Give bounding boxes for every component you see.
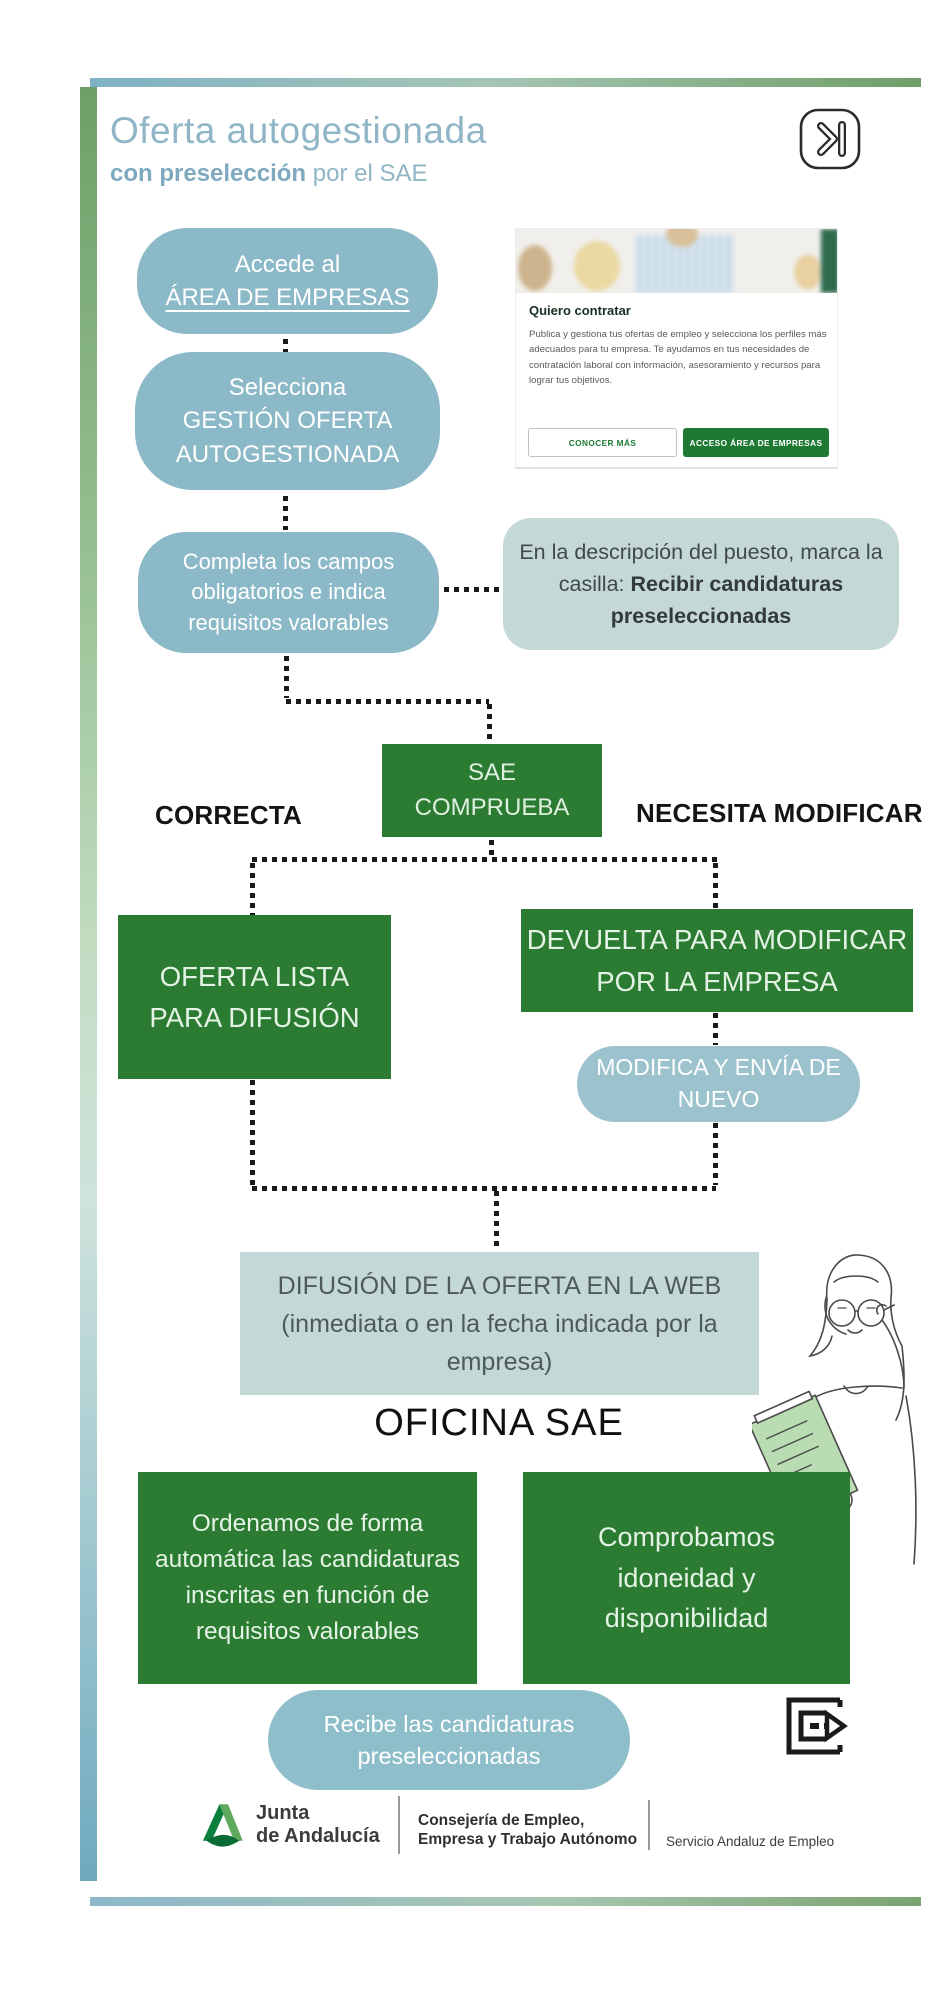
footer-divider (648, 1800, 650, 1850)
difusion-line2: (inmediata o en la fecha indicada por la (281, 1309, 718, 1338)
modifica-envia-pill: MODIFICA Y ENVÍA DE NUEVO (577, 1046, 860, 1122)
comprobamos-line3: disponibilidad (604, 1603, 769, 1634)
subtitle-rest: por el SAE (306, 160, 428, 187)
sae-line1: SAE (467, 758, 517, 786)
connector-dots (489, 840, 494, 856)
oficina-sae-title: OFICINA SAE (374, 1402, 624, 1444)
connector-dots (487, 704, 492, 744)
oferta-lista-line2: PARA DIFUSIÓN (149, 1002, 360, 1033)
recibe-line2: preseleccionadas (357, 1743, 541, 1769)
note-bold-text: Recibir candidaturas preseleccionadas (610, 571, 844, 629)
comprobamos-line2: idoneidad y (617, 1562, 756, 1593)
page-title: Oferta autogestionada (110, 110, 487, 151)
difusion-line3: empresa) (446, 1347, 553, 1376)
connector-dots (494, 1191, 499, 1251)
connector-dots (283, 496, 288, 530)
note-panel: En la descripción del puesto, marca la c… (503, 518, 899, 650)
export-document-icon (780, 1688, 850, 1760)
step2-line3: AUTOGESTIONADA (175, 440, 400, 468)
consejeria-line1: Consejería de Empleo, (418, 1812, 585, 1829)
conocer-mas-button[interactable]: CONOCER MÁS (528, 428, 677, 457)
consejeria-text: Consejería de Empleo, Empresa y Trabajo … (418, 1811, 637, 1850)
step2-line2: GESTIÓN OFERTA (182, 407, 393, 435)
bottom-gradient-bar (90, 1897, 921, 1906)
ordenamos-box: Ordenamos de forma automática las candid… (138, 1472, 477, 1684)
devuelta-line2: POR LA EMPRESA (596, 965, 838, 997)
connector-dots (250, 863, 255, 915)
top-gradient-bar (90, 78, 921, 87)
devuelta-line1: DEVUELTA PARA MODIFICAR (526, 924, 908, 956)
junta-wordmark: Junta de Andalucía (256, 1802, 380, 1848)
difusion-panel: DIFUSIÓN DE LA OFERTA EN LA WEB (inmedia… (240, 1252, 759, 1395)
connector-dots (283, 339, 288, 352)
step-select-gestion-oferta: Selecciona GESTIÓN OFERTA AUTOGESTIONADA (135, 352, 440, 490)
office-photo (516, 229, 837, 293)
servicio-andaluz-text: Servicio Andaluz de Empleo (666, 1834, 835, 1849)
recibe-candidaturas-pill: Recibe las candidaturas preseleccionadas (268, 1690, 630, 1790)
page-subtitle: con preselección por el SAE (110, 160, 427, 188)
note-text: En la descripción del puesto, marca la c… (519, 539, 883, 596)
footer-divider (398, 1796, 400, 1854)
consejeria-line2: Empresa y Trabajo Autónomo (418, 1831, 638, 1849)
step1-line1: Accede al (234, 250, 341, 278)
junta-line2: de Andalucía (256, 1825, 380, 1847)
label-correcta: CORRECTA (155, 800, 302, 830)
retry-line1: MODIFICA Y ENVÍA DE (596, 1054, 841, 1081)
recibe-line1: Recibe las candidaturas (323, 1710, 575, 1737)
connector-dots (284, 656, 289, 698)
sae-comprueba-box: SAE COMPRUEBA (382, 744, 602, 837)
step3-line3: requisitos valorables (188, 609, 389, 635)
area-de-empresas-link[interactable]: ÁREA DE EMPRESAS (165, 284, 410, 311)
left-gradient-bar (80, 87, 97, 1881)
card-heading: Quiero contratar (529, 303, 631, 318)
sae-line2: COMPRUEBA (414, 793, 570, 821)
connector-dots (286, 699, 489, 704)
step-completa-campos: Completa los campos obligatorios e indic… (138, 532, 439, 653)
connector-dots (444, 587, 502, 592)
step2-line1: Selecciona (228, 374, 347, 402)
step3-line2: obligatorios e indica (191, 579, 386, 605)
merge-dots (252, 1186, 716, 1191)
card-paragraph: Publica y gestiona tus ofertas de empleo… (529, 329, 827, 387)
connector-dots (713, 1123, 718, 1185)
retry-line2: NUEVO (677, 1086, 760, 1112)
comprobamos-box: Comprobamos idoneidad y disponibilidad (523, 1472, 850, 1684)
connector-dots (713, 1013, 718, 1045)
step3-line1: Completa los campos (182, 548, 395, 574)
label-necesita-modificar: NECESITA MODIFICAR (636, 798, 923, 828)
junta-andalucia-logo (196, 1798, 248, 1854)
devuelta-box: DEVUELTA PARA MODIFICAR POR LA EMPRESA (521, 909, 913, 1012)
comprobamos-line1: Comprobamos (597, 1522, 776, 1553)
oferta-lista-box: OFERTA LISTA PARA DIFUSIÓN (118, 915, 391, 1079)
branch-dots (252, 857, 718, 862)
difusion-line1: DIFUSIÓN DE LA OFERTA EN LA WEB (277, 1271, 722, 1300)
junta-line1: Junta (256, 1802, 310, 1824)
step-access-area-empresas: Accede al ÁREA DE EMPRESAS (137, 228, 438, 334)
website-screenshot-card: Quiero contratar Publica y gestiona tus … (515, 228, 838, 469)
subtitle-bold: con preselección (110, 160, 307, 187)
skip-forward-icon[interactable] (797, 106, 863, 172)
connector-dots (713, 863, 718, 909)
oferta-lista-line1: OFERTA LISTA (159, 960, 350, 992)
acceso-area-empresas-button[interactable]: ACCESO ÁREA DE EMPRESAS (683, 428, 829, 457)
connector-dots (250, 1080, 255, 1186)
